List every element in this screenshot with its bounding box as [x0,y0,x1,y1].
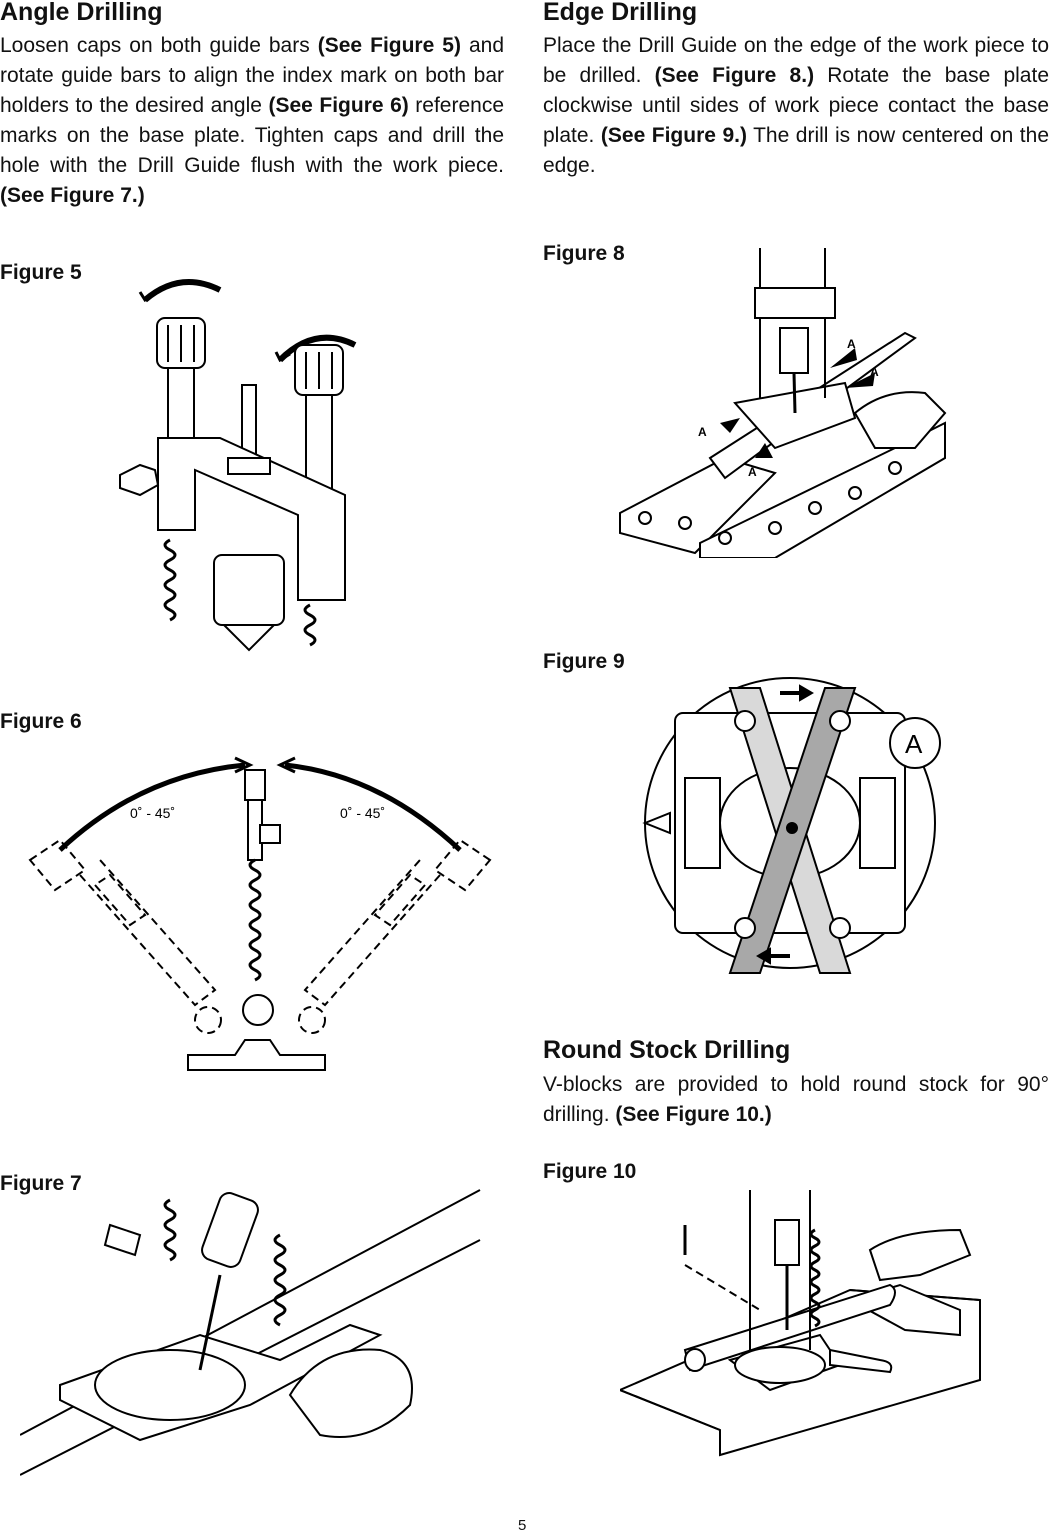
figure-6-drawing: 0˚ - 45˚ 0˚ - 45˚ [28,756,492,1071]
figure-10-label: Figure 10 [543,1160,637,1183]
figure-9-drawing: A [642,677,941,974]
figure-7-label: Figure 7 [0,1172,82,1195]
figure-7-drawing [20,1189,481,1476]
angle-drilling-paragraph: Loosen caps on both guide bars (See Figu… [0,34,505,207]
fig8-label-a4: A [748,465,757,479]
figure-6-label: Figure 6 [0,710,82,733]
fig8-label-a2: A [870,365,879,379]
figure-5-drawing [119,279,357,652]
fig6-angle-right: 0˚ - 45˚ [340,805,385,821]
figure-8-drawing: A A A A [619,248,947,558]
edge-drilling-paragraph: Place the Drill Guide on the edge of the… [543,34,1049,177]
figure-5-label: Figure 5 [0,261,82,284]
page-number: 5 [518,1517,527,1534]
angle-drilling-heading: Angle Drilling [0,0,163,26]
edge-drilling-heading: Edge Drilling [543,0,698,26]
figure-10-drawing [620,1190,981,1457]
round-stock-heading: Round Stock Drilling [543,1036,791,1064]
fig6-angle-left: 0˚ - 45˚ [130,805,175,821]
fig8-label-a3: A [698,425,707,439]
round-stock-paragraph: V-blocks are provided to hold round stoc… [543,1073,1049,1126]
figure-9-label: Figure 9 [543,650,625,673]
fig8-label-a1: A [847,337,856,351]
fig9-label-a: A [905,729,923,759]
figure-8-label: Figure 8 [543,242,625,265]
